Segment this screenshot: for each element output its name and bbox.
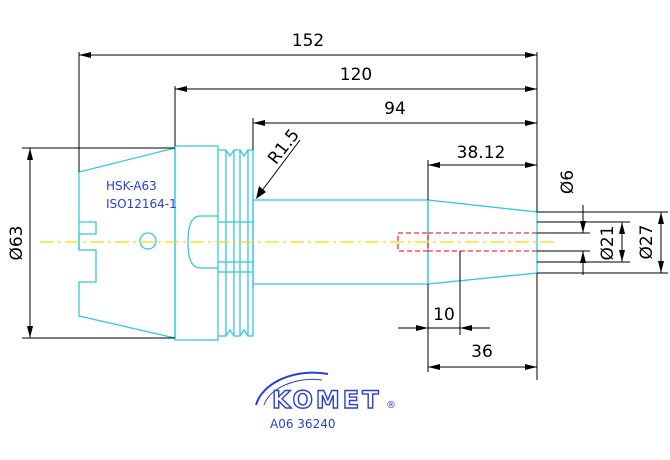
note-standard: ISO12164-1 [106, 197, 177, 211]
arrowheads [27, 52, 664, 370]
dim-length-from-flange: 120 [340, 65, 372, 85]
logo-arc [255, 371, 329, 406]
dimension-lines [22, 52, 668, 380]
dim-taper-length: 38.12 [457, 143, 506, 163]
hsk-shank [78, 147, 176, 339]
tool-outline [78, 145, 538, 341]
dim-flange-diameter: Ø63 [7, 225, 27, 260]
dim-length-from-shank: 94 [384, 99, 406, 119]
dim-radius: R1.5 [264, 125, 304, 168]
dim-diameter-large: Ø27 [637, 224, 657, 259]
komet-logo: KOMET ® A06 36240 [255, 371, 396, 431]
dim-bore-offset: 36 [471, 342, 493, 362]
logo-registered: ® [386, 400, 396, 411]
cross-hole [139, 232, 157, 250]
taper-nose [427, 199, 538, 285]
note-interface: HSK-A63 [106, 179, 157, 193]
flange [174, 145, 219, 341]
logo-brand: KOMET [272, 386, 382, 414]
logo-arc-inner [263, 378, 323, 406]
dim-diameter-small: Ø6 [558, 170, 578, 194]
hub-detail [187, 215, 218, 269]
dim-overall-length: 152 [292, 31, 324, 51]
dim-diameter-mid: Ø21 [598, 225, 618, 260]
hidden-bore [397, 232, 537, 252]
part-number: A06 36240 [270, 417, 335, 431]
dim-bore-depth: 10 [433, 305, 455, 325]
